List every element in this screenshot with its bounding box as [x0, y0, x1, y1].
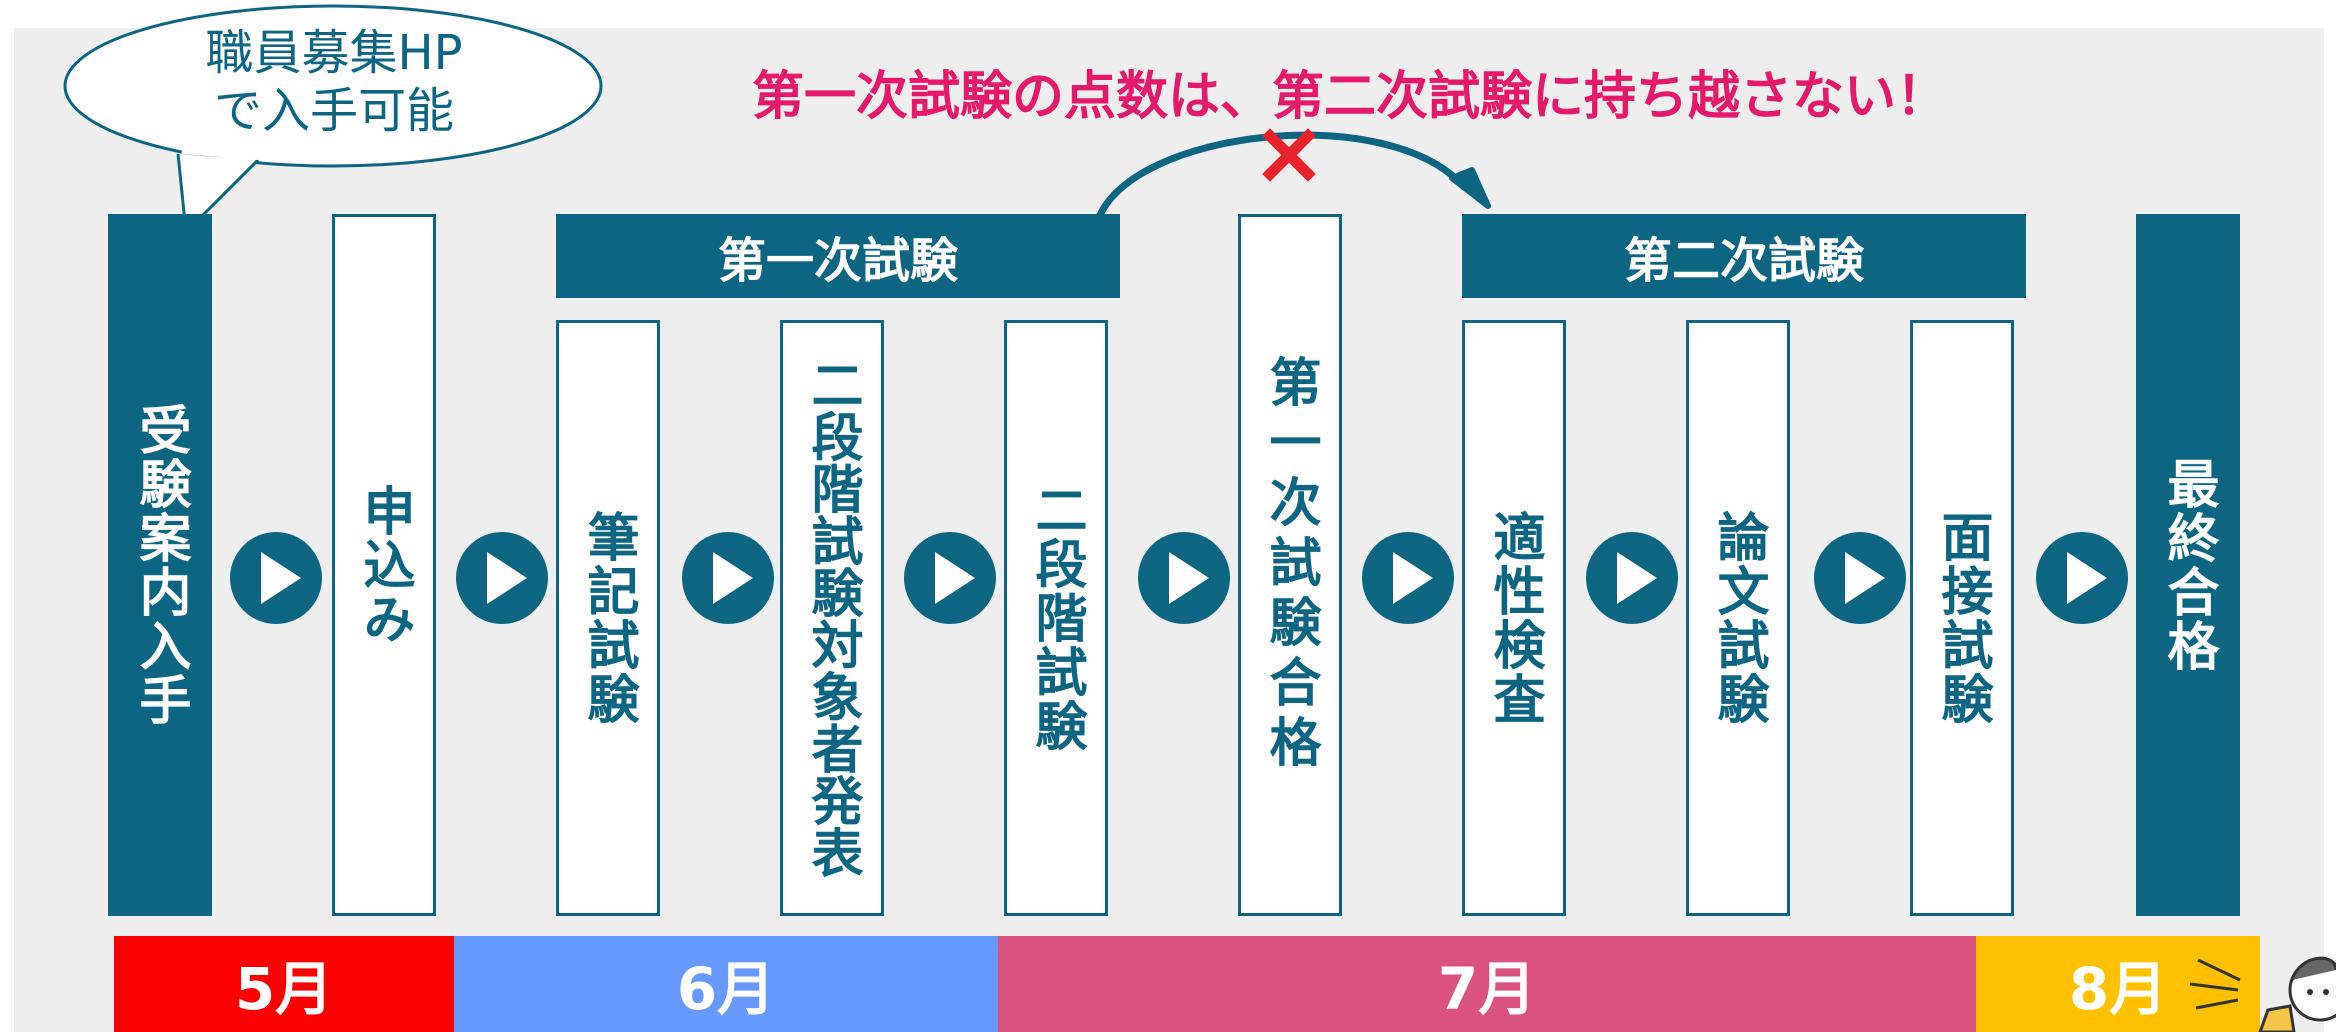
step-first-exam-pass: 第一次試験合格 — [1238, 214, 1342, 916]
bubble-line-1: 職員募集HP — [205, 25, 463, 81]
notice-text: 第一次試験の点数は、第二次試験に持ち越さない！ — [752, 67, 1949, 127]
month-august: 8月 — [1976, 936, 2260, 1032]
phase-second-exam: 第二次試験 — [1462, 214, 2026, 298]
step-essay-exam: 論文試験 — [1686, 320, 1790, 916]
step-label: 論文試験 — [1708, 510, 1768, 726]
step-label: 二段階試験対象者発表 — [802, 358, 862, 878]
step-label: 第一次試験合格 — [1260, 355, 1320, 775]
play-arrow-icon — [1362, 532, 1454, 624]
step-label: 適性検査 — [1484, 510, 1544, 726]
play-arrow-icon — [456, 532, 548, 624]
step-final-pass: 最終合格 — [2136, 214, 2240, 916]
person-illustration — [2189, 956, 2336, 1032]
step-interview-exam: 面接試験 — [1910, 320, 2014, 916]
play-arrow-icon — [682, 532, 774, 624]
play-arrow-icon — [1586, 532, 1678, 624]
step-aptitude-test: 適性検査 — [1462, 320, 1566, 916]
phase-first-exam: 第一次試験 — [556, 214, 1120, 298]
bubble-line-2: で入手可能 — [213, 83, 454, 139]
step-second-stage-announcement: 二段階試験対象者発表 — [780, 320, 884, 916]
play-arrow-icon — [904, 532, 996, 624]
step-second-stage-exam: 二段階試験 — [1004, 320, 1108, 916]
play-arrow-icon — [230, 532, 322, 624]
step-label: 筆記試験 — [578, 510, 638, 726]
speech-bubble-text: 職員募集HP で入手可能 — [60, 24, 608, 140]
play-arrow-icon — [2036, 532, 2128, 624]
step-label: 申込み — [354, 484, 414, 646]
step-label: 受験案内入手 — [130, 403, 190, 727]
step-guide-obtain: 受験案内入手 — [108, 214, 212, 916]
month-june: 6月 — [454, 936, 998, 1032]
play-arrow-icon — [1814, 532, 1906, 624]
month-july: 7月 — [998, 936, 1976, 1032]
step-label: 最終合格 — [2158, 457, 2218, 673]
play-arrow-icon — [1138, 532, 1230, 624]
cross-mark-icon — [1262, 128, 1316, 182]
step-label: 面接試験 — [1932, 510, 1992, 726]
month-may: 5月 — [114, 936, 454, 1032]
step-application: 申込み — [332, 214, 436, 916]
speech-bubble — [63, 4, 603, 236]
step-label: 二段階試験 — [1026, 483, 1086, 753]
step-written-exam: 筆記試験 — [556, 320, 660, 916]
